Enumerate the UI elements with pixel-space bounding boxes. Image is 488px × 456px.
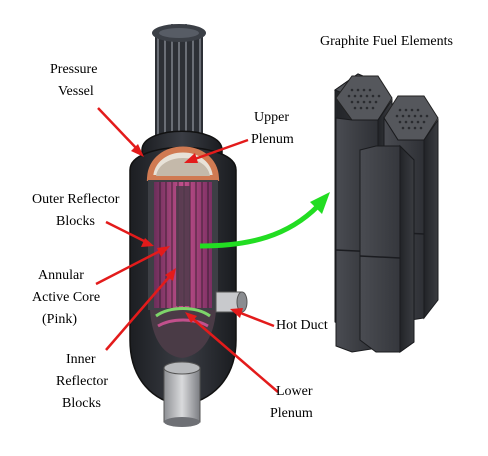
arrow-annular-core	[95, 246, 170, 286]
arrow-inner-reflector	[105, 268, 176, 351]
green-arrow	[199, 192, 330, 249]
fuel-elements-title: Graphite Fuel Elements	[320, 34, 453, 49]
fuel-elements	[333, 73, 439, 353]
arrow-lower-plenum	[185, 312, 279, 393]
control-rod-tubes	[152, 24, 206, 135]
support-skirt	[163, 361, 201, 427]
arrow-upper-plenum	[184, 138, 249, 163]
arrow-hot-duct	[230, 308, 275, 328]
reactor-vessel	[129, 24, 248, 427]
arrow-pressure-vessel	[97, 107, 144, 157]
inner-reflector	[176, 186, 190, 306]
label-arrows	[95, 107, 279, 393]
label-hot-duct: Hot Duct	[276, 318, 328, 333]
hot-duct	[215, 291, 248, 313]
arrow-outer-reflector	[105, 220, 154, 247]
